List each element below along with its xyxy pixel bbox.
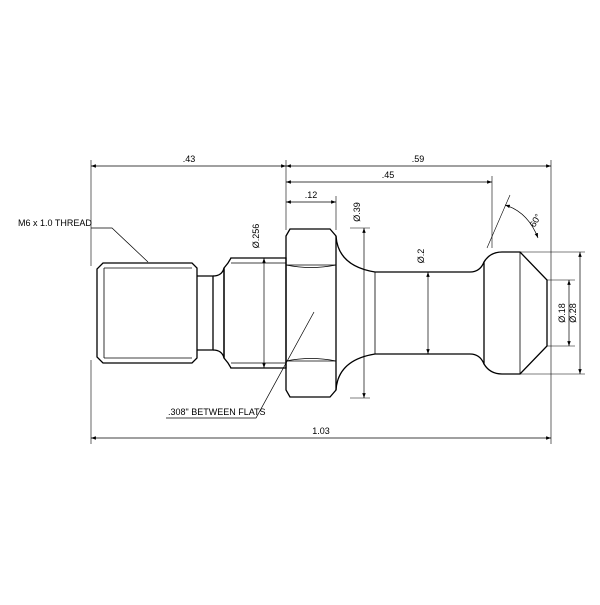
thread-relief: [197, 267, 225, 359]
part-outline: [96, 228, 548, 398]
threaded-shank: [96, 262, 198, 364]
dim-018: Ø.18: [557, 303, 567, 323]
thread-leader: [91, 227, 149, 263]
angle-label: 60°: [528, 212, 544, 229]
dimension-lines: [91, 164, 582, 440]
thread-label: M6 x 1.0 THREAD: [18, 218, 92, 228]
dim-02: Ø.2: [416, 249, 426, 264]
flats-leader: [166, 311, 315, 419]
dim-103: 1.03: [312, 426, 330, 436]
dim-059: .59: [412, 154, 425, 164]
stem: [335, 235, 485, 391]
dim-043: .43: [183, 154, 196, 164]
dim-arc-angle: [504, 204, 539, 239]
annotations: .43 .59 .45 .12 1.03 Ø.256 Ø.39 Ø.2 Ø.18…: [18, 154, 578, 436]
leaders: [91, 227, 315, 419]
dim-0256: Ø.256: [251, 224, 261, 249]
extension-lines: [90, 160, 585, 444]
knob-head: [483, 251, 548, 375]
hex-flange: [285, 228, 337, 398]
dim-012: .12: [305, 190, 318, 200]
dim-028: Ø.28: [568, 303, 578, 323]
collar: [223, 257, 287, 369]
dim-045: .45: [382, 170, 395, 180]
dim-039: Ø.39: [352, 202, 362, 222]
flats-label: .308" BETWEEN FLATS: [168, 407, 266, 417]
